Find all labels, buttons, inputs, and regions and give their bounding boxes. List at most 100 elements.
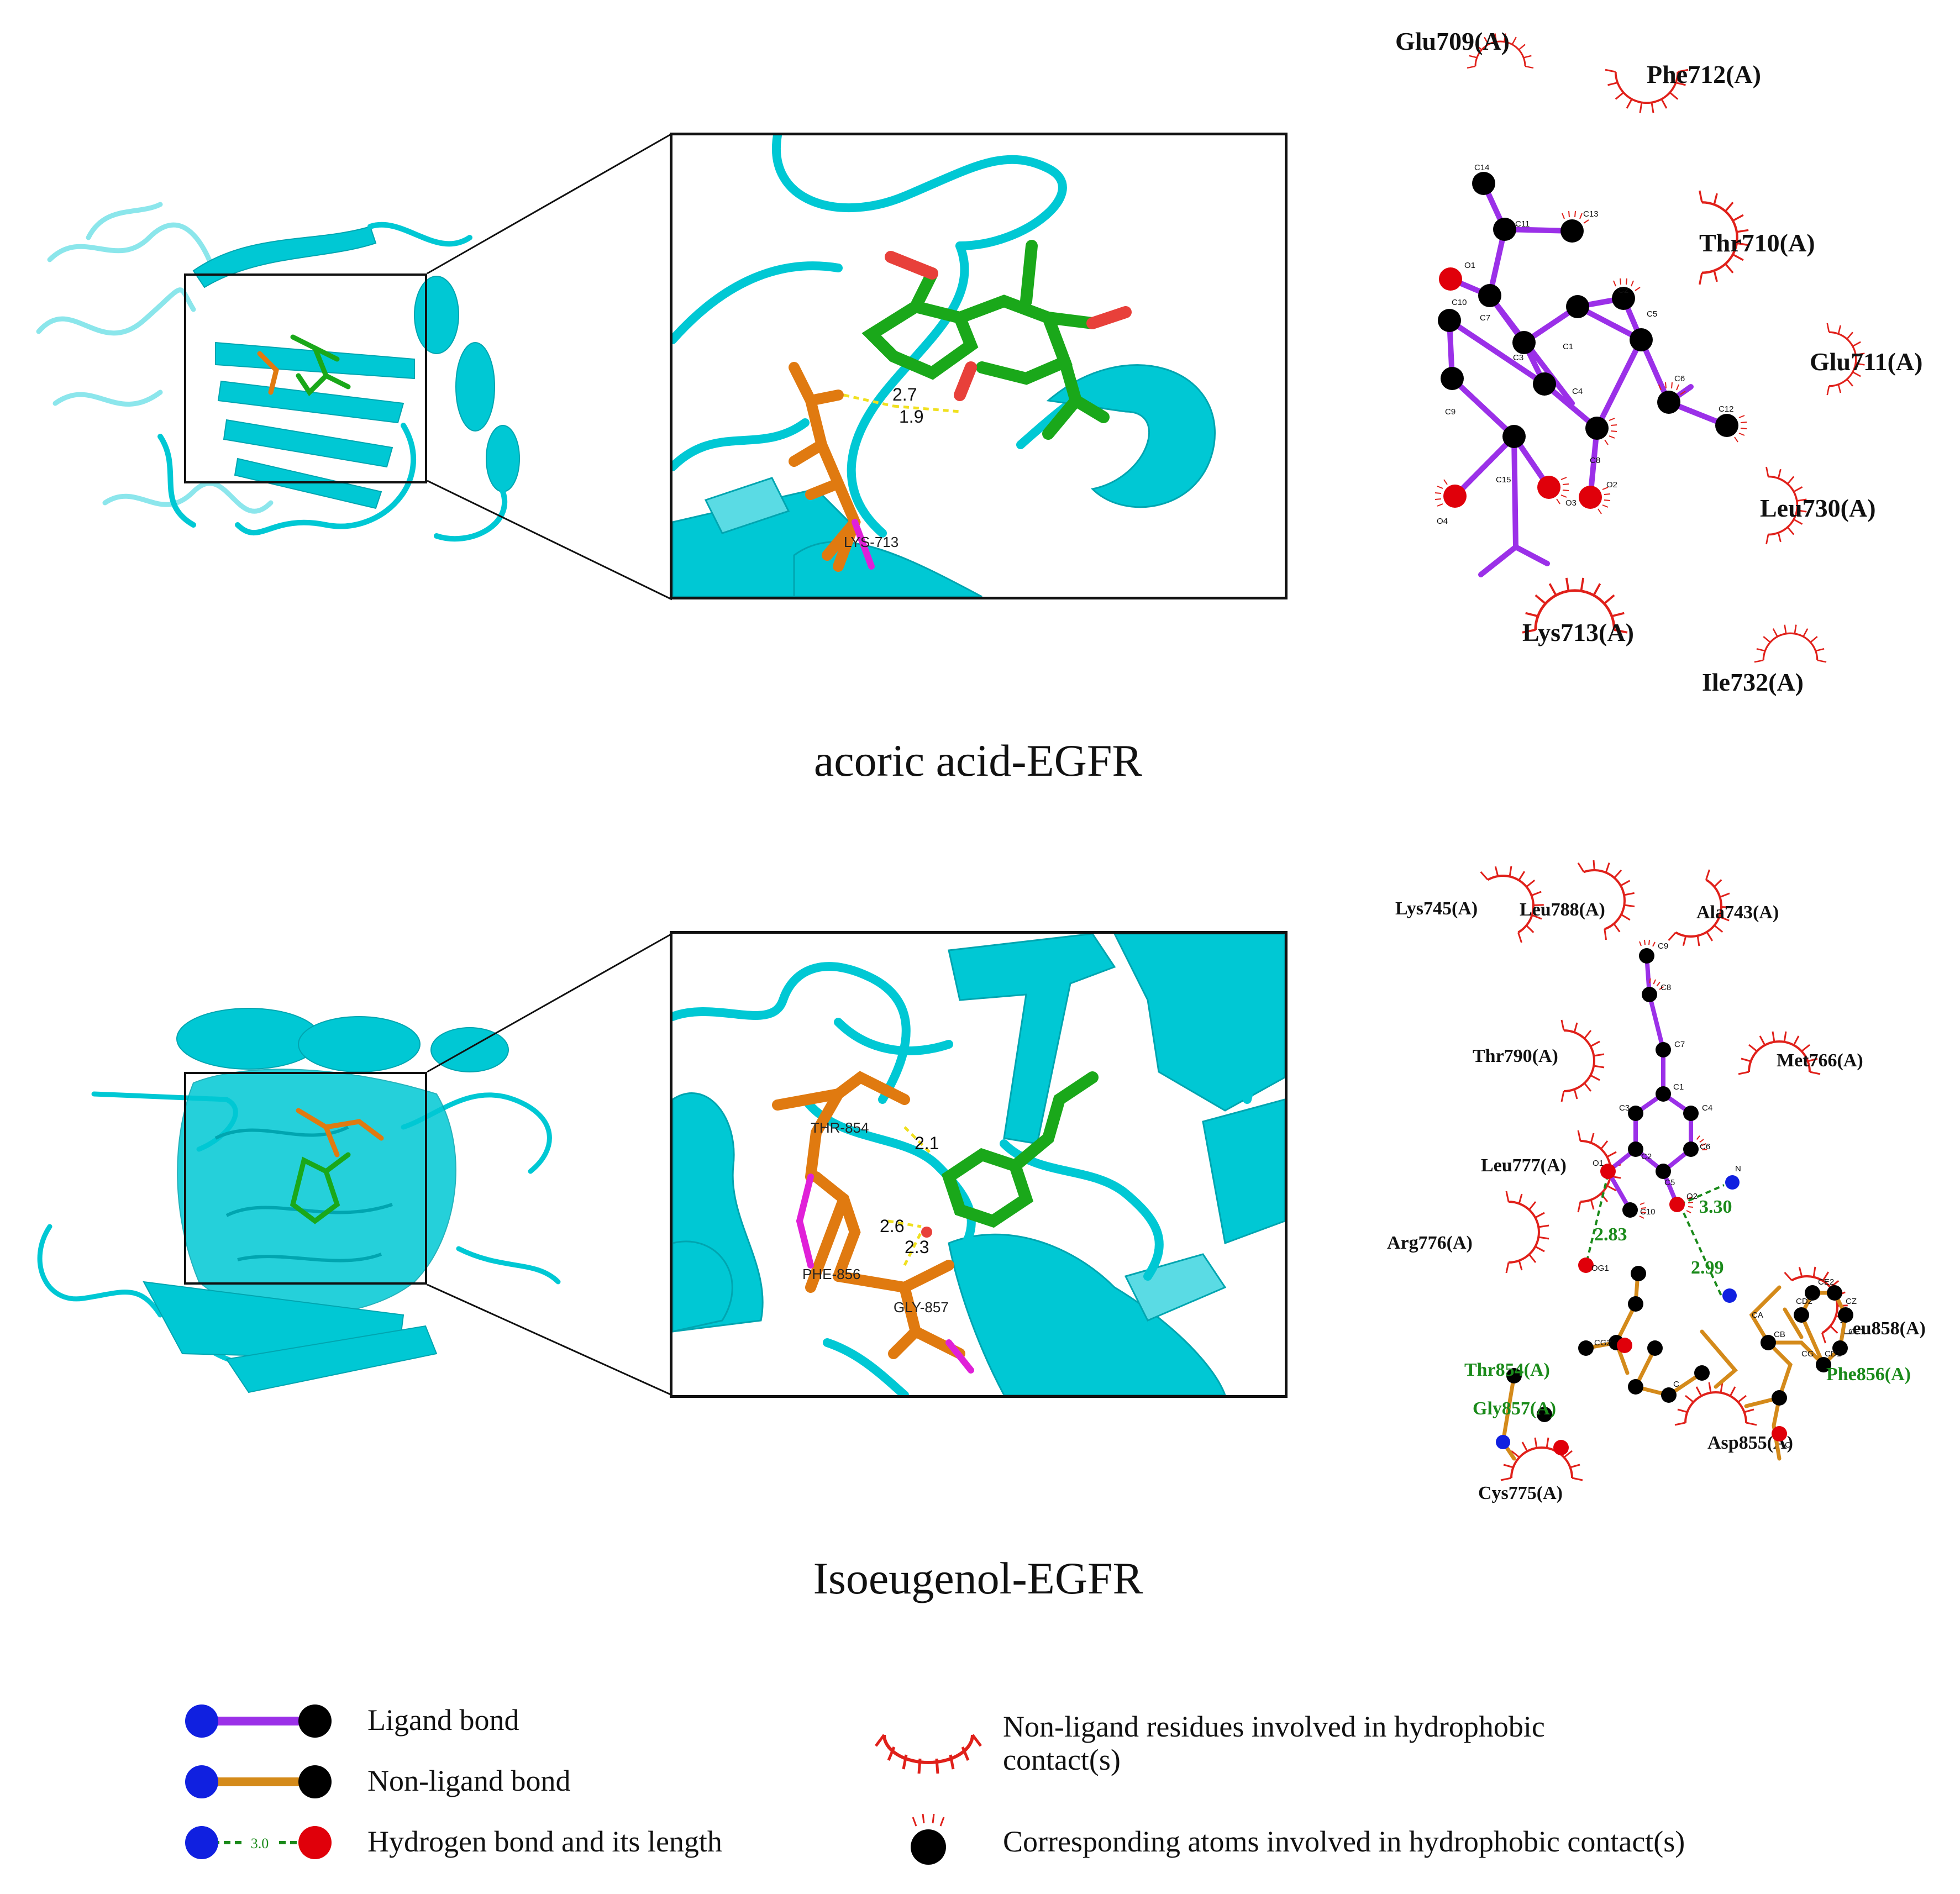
top-atom-c3: C3 [1513,353,1523,362]
bottom-atom-cz: CZ [1846,1297,1857,1306]
bottom-atom-cg2: CG2 [1594,1338,1611,1348]
bottom-atom-ca: CA [1752,1311,1763,1320]
top-atom-o3: O3 [1565,498,1577,508]
bottom-atom-n: N [1735,1164,1741,1174]
top-atom-c15: C15 [1496,475,1511,485]
bottom-atom-ce1: CE1 [1848,1327,1864,1337]
bottom-zoom-connector [427,933,672,1396]
bottom-zoom-view: THR-854 PHE-856 GLY-857 2.1 2.6 2.3 [670,931,1288,1398]
bottom-atom-c9: C9 [1658,941,1668,951]
bottom-atom-c5: C5 [1664,1178,1675,1187]
bottom-residue-cys775: Cys775(A) [1478,1483,1563,1503]
top-residue-lys713: Lys713(A) [1522,618,1634,646]
bottom-atom-c8: C8 [1661,983,1671,992]
top-atom-o4: O4 [1437,517,1448,526]
top-zoom-view: 2.7 1.9 LYS-713 [670,133,1288,599]
bottom-atom-c1: C1 [1673,1082,1684,1092]
bottom-atom-o: O [1785,1440,1791,1450]
bottom-hbond-distance-2: 3.30 [1699,1197,1732,1217]
top-atom-o2: O2 [1606,480,1617,490]
bottom-interaction-diagram: Lys745(A) Leu788(A) Ala743(A) Thr790(A) … [1387,847,1926,1503]
bottom-selection-box [184,1072,427,1285]
bottom-atom-ce2: CE2 [1818,1277,1834,1287]
legend-non-ligand-bond-label: Non-ligand bond [367,1764,571,1797]
bottom-atom-c6: C6 [1700,1142,1710,1151]
legend-hydrophobic-atom-label: Corresponding atoms involved in hydropho… [1003,1825,1685,1858]
top-selection-box [184,273,427,483]
bottom-residue-thr854: Thr854(A) [1464,1360,1550,1380]
top-zoom-structure: 2.7 1.9 LYS-713 [672,135,1216,597]
bottom-atom-cd1: CD1 [1825,1349,1841,1359]
top-atom-c11: C11 [1515,219,1530,229]
top-zoom-distance-2: 1.9 [899,407,923,427]
top-atom-c14: C14 [1474,163,1490,172]
legend-ligand-bond-label: Ligand bond [367,1703,519,1737]
top-atom-c8: C8 [1590,456,1600,465]
bottom-atom-c2: C2 [1641,1152,1652,1161]
top-atom-c2: C2 [1618,286,1628,295]
top-atom-c5: C5 [1647,309,1657,319]
legend-hydrophobic-residue-label: Non-ligand residues involved in hydropho… [1003,1710,1545,1776]
top-atom-o1: O1 [1464,261,1475,270]
bottom-residue-gly857: Gly857(A) [1473,1398,1556,1419]
bottom-residue-leu777: Leu777(A) [1481,1155,1567,1176]
bottom-residue-lys745: Lys745(A) [1395,898,1478,919]
bottom-residue-leu788: Leu788(A) [1520,899,1605,920]
top-overview-structure [36,202,520,542]
bottom-residue-leu858: Leu858(A) [1840,1318,1926,1339]
bottom-atom-c3: C3 [1619,1103,1630,1113]
top-atom-c4: C4 [1572,387,1583,396]
top-residue-phe712: Phe712(A) [1647,60,1761,88]
top-atom-c13: C13 [1583,209,1599,219]
legend-hbond-sample-length: 3.0 [251,1835,269,1851]
bottom-residue-met766: Met766(A) [1777,1050,1863,1071]
top-atom-c6: C6 [1674,374,1685,383]
bottom-panel-title: Isoeugenol-EGFR [813,1553,1143,1603]
bottom-hbond-distance-1: 2.83 [1594,1224,1627,1245]
legend-hbond-label: Hydrogen bond and its length [367,1825,722,1858]
bottom-atom-o2: O2 [1686,1192,1698,1201]
legend-non-ligand-bond-icon [185,1765,332,1798]
top-residue-ile732: Ile732(A) [1702,668,1804,696]
bottom-residue-ala743: Ala743(A) [1696,902,1779,923]
bottom-atom-c7: C7 [1674,1040,1685,1049]
bottom-atom-cg: CG [1801,1349,1814,1359]
top-zoom-residue-label: LYS-713 [844,534,898,550]
bottom-atom-og1: OG1 [1591,1264,1609,1273]
legend-hydrophobic-residue-icon [875,1734,982,1774]
top-atom-c9: C9 [1445,407,1455,417]
bottom-zoom-structure: THR-854 PHE-856 GLY-857 2.1 2.6 2.3 [672,934,1285,1395]
bottom-zoom-label-gly857: GLY-857 [894,1299,949,1316]
bottom-atom-cd2: CD2 [1796,1297,1812,1306]
top-interaction-diagram: Glu709(A) Phe712(A) Thr710(A) Glu711(A) … [1395,27,1922,696]
bottom-hbond-distance-3: 2.99 [1691,1258,1724,1278]
bottom-zoom-distance-3: 2.3 [905,1237,929,1257]
bottom-atom-o1: O1 [1593,1159,1604,1168]
top-zoom-connector [427,133,672,601]
top-zoom-distance-1: 2.7 [892,385,917,404]
top-residue-glu709: Glu709(A) [1395,27,1510,55]
bottom-atom-c10: C10 [1640,1207,1656,1217]
bottom-zoom-distance-1: 2.1 [915,1133,939,1153]
bottom-zoom-distance-2: 2.6 [880,1216,904,1236]
legend-hbond-icon: 3.0 [185,1826,332,1859]
top-atom-c7: C7 [1480,313,1490,323]
top-residue-leu730: Leu730(A) [1760,494,1876,522]
bottom-residue-phe856: Phe856(A) [1826,1364,1911,1385]
bottom-residue-thr790: Thr790(A) [1473,1046,1558,1066]
top-atom-c1: C1 [1563,342,1573,351]
bottom-zoom-label-phe856: PHE-856 [802,1266,861,1282]
top-atom-c10: C10 [1452,298,1467,307]
bottom-residue-arg776: Arg776(A) [1387,1233,1473,1253]
bottom-overview-structure [37,1008,561,1393]
top-panel-title: acoric acid-EGFR [813,735,1143,786]
bottom-zoom-label-thr854: THR-854 [811,1119,869,1136]
top-residue-glu711: Glu711(A) [1810,348,1922,376]
bottom-atom-cb: CB [1774,1330,1785,1339]
top-residue-thr710: Thr710(A) [1699,229,1815,257]
top-atom-c12: C12 [1719,404,1734,414]
legend-hydrophobic-atom-icon [911,1813,946,1865]
bottom-atom-c: C [1673,1380,1679,1389]
legend-ligand-bond-icon [185,1704,332,1738]
bottom-atom-c4: C4 [1702,1103,1712,1113]
